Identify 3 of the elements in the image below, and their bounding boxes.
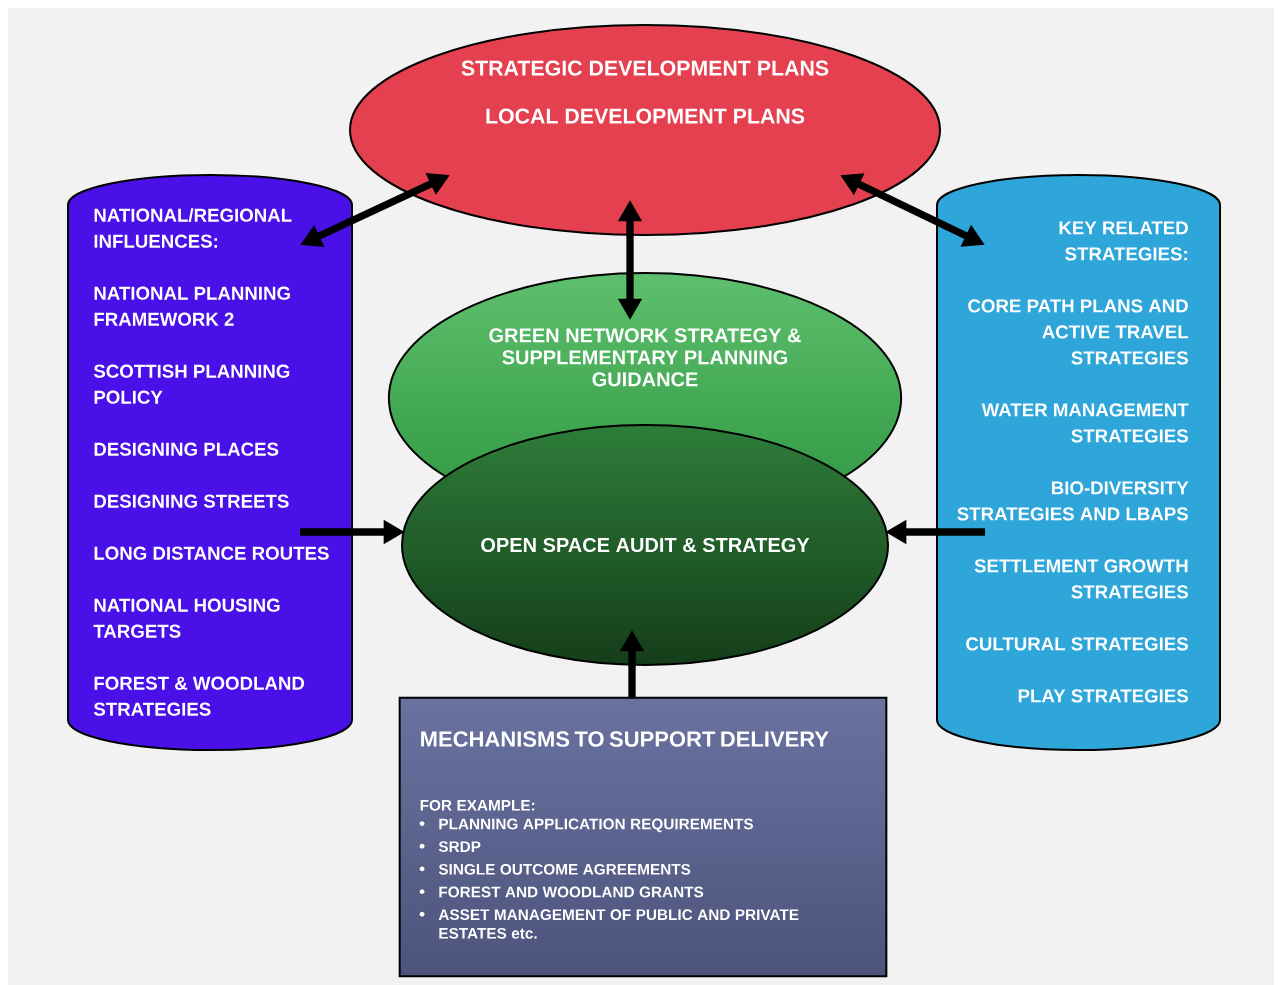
- delivery-box: MECHANISMS TO SUPPORT DELIVERY FOR EXAMPLE: PLANNING APPLICATION REQUIREMENTS SRDP SINGLE OUTCOME AGREEMENTS FOREST AND WOODLAND GRANTS ASSET MANAGEMENT OF PUBLIC AND PRIVATE ESTATES etc.: [398, 696, 888, 978]
- cylinder: KEY RELATED STRATEGIES: CORE PATH PLANS AND ACTIVE TRAVEL STRATEGIES WATER MANAGEMENT STRATEGIES BIO-DIVERSITY STRATEGIES AND LBAPS SETTLEMENT GROWTH STRATEGIES CULTURAL STRATEGIES PLAY STRATEGIES: [936, 174, 1221, 751]
- cylinder: NATIONAL/REGIONAL INFLUENCES: NATIONAL PLANNING FRAMEWORK 2 SCOTTISH PLANNING POLICY DESIGNING PLACES DESIGNING STREETS LONG DISTANCE ROUTES NATIONAL HOUSING TARGETS FOREST & WOODLAND STRATEGIES: [67, 174, 353, 751]
